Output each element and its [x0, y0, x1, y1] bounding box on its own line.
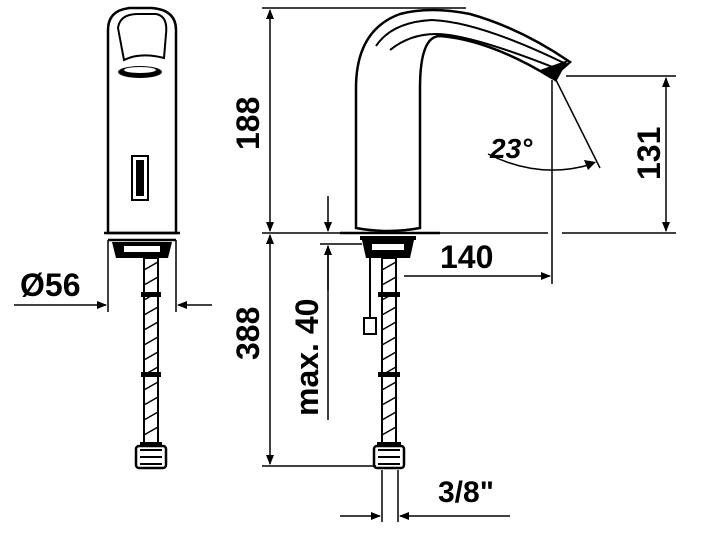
deck-thickness-dimension: max. 40	[289, 196, 362, 420]
outlet-131-dimension: 131	[562, 75, 676, 234]
side-hose	[372, 257, 406, 470]
thread-size-label: 3/8"	[438, 476, 494, 509]
spray-angle-label: 23°	[489, 133, 533, 164]
spray-angle-dimension: 23°	[487, 79, 601, 171]
height-188-dimension: 188	[230, 7, 466, 234]
front-faucet-body	[106, 6, 178, 235]
side-valve	[363, 317, 377, 335]
hose-388-dimension: 388	[230, 234, 376, 467]
side-spout-body	[354, 8, 573, 233]
front-view: Ø56	[14, 6, 212, 470]
spout-height-label: 188	[230, 97, 266, 150]
diameter-dimension: Ø56	[14, 240, 212, 312]
outlet-height-label: 131	[631, 127, 667, 180]
deck-thickness-label: max. 40	[289, 299, 325, 416]
spout-reach-label: 140	[440, 239, 493, 275]
thread-dimension: 3/8"	[340, 470, 510, 522]
reach-140-dimension: 140	[404, 80, 553, 284]
front-cap	[116, 13, 168, 62]
diameter-label: Ø56	[20, 267, 80, 303]
hose-length-label: 388	[230, 307, 266, 360]
side-view: 188 388 max. 40 140	[230, 7, 676, 522]
front-hose	[134, 257, 168, 470]
side-spout-outlet	[540, 60, 568, 82]
sensor-window	[131, 155, 149, 201]
